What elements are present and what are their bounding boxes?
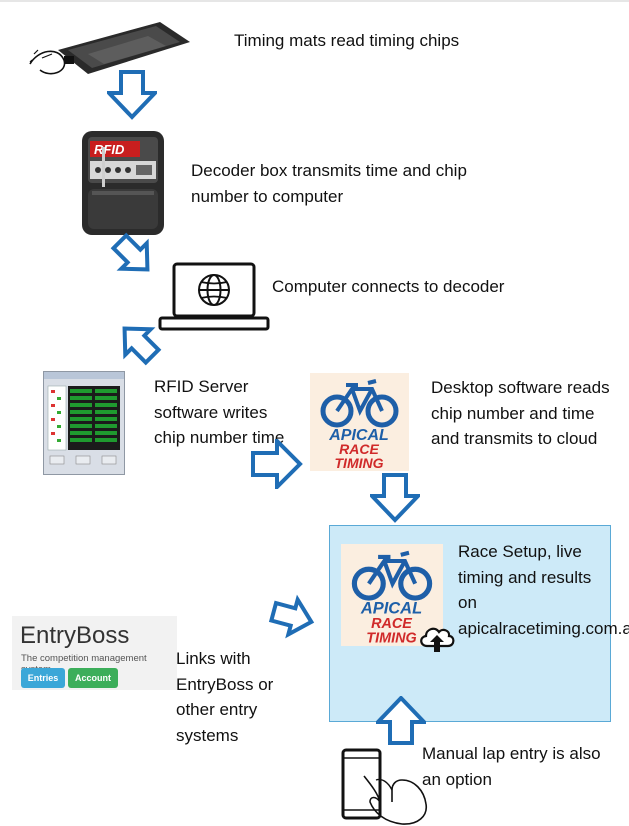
step-mats-text: Timing mats read timing chips [234, 31, 460, 50]
arrow-right-4 [251, 439, 303, 489]
arrow-tilted-6 [266, 590, 320, 644]
entryboss-card: EntryBoss The competition management sys… [12, 616, 177, 690]
step-decoder-text: Decoder box transmits time and chip numb… [191, 161, 467, 206]
arrow-down-5 [370, 473, 420, 523]
step-manual-text: Manual lap entry is also an option [422, 744, 601, 789]
decoder-label: RFID [94, 142, 125, 157]
logo2-line1: APICAL [360, 600, 422, 618]
arrow-down-1 [107, 70, 157, 120]
arrow-diagonal-2 [110, 232, 158, 280]
timing-mat-icon [28, 20, 194, 80]
entryboss-title: EntryBoss [20, 622, 130, 649]
cloud-upload-icon [418, 624, 456, 654]
step-entryboss-text: Links with EntryBoss or other entry syst… [176, 649, 274, 745]
arrow-up-7 [376, 696, 426, 746]
logo2-line3: TIMING [366, 630, 416, 646]
step-rfid-text: RFID Server software writes chip number … [154, 377, 285, 447]
apical-logo-desktop: APICAL RACE TIMING [310, 373, 409, 471]
logo-line3: TIMING [335, 455, 384, 471]
step-computer-text: Computer connects to decoder [272, 277, 505, 296]
entries-button[interactable]: Entries [21, 668, 65, 688]
logo2-line2: RACE [371, 616, 412, 632]
arrow-diagonal-3 [114, 318, 162, 366]
step-desktop-text: Desktop software reads chip number and t… [431, 378, 610, 448]
apical-logo-cloud: APICAL RACE TIMING [341, 544, 443, 646]
step-cloud-text: Race Setup, live timing and results on a… [458, 542, 629, 638]
rfid-server-screenshot [43, 371, 125, 475]
account-button[interactable]: Account [68, 668, 118, 688]
laptop-globe-icon [158, 262, 270, 332]
logo-line1: APICAL [328, 427, 389, 444]
hand-touch-icon [362, 772, 430, 826]
logo-line2: RACE [339, 441, 379, 457]
top-border [0, 0, 629, 2]
decoder-box-icon: RFID [76, 127, 170, 239]
